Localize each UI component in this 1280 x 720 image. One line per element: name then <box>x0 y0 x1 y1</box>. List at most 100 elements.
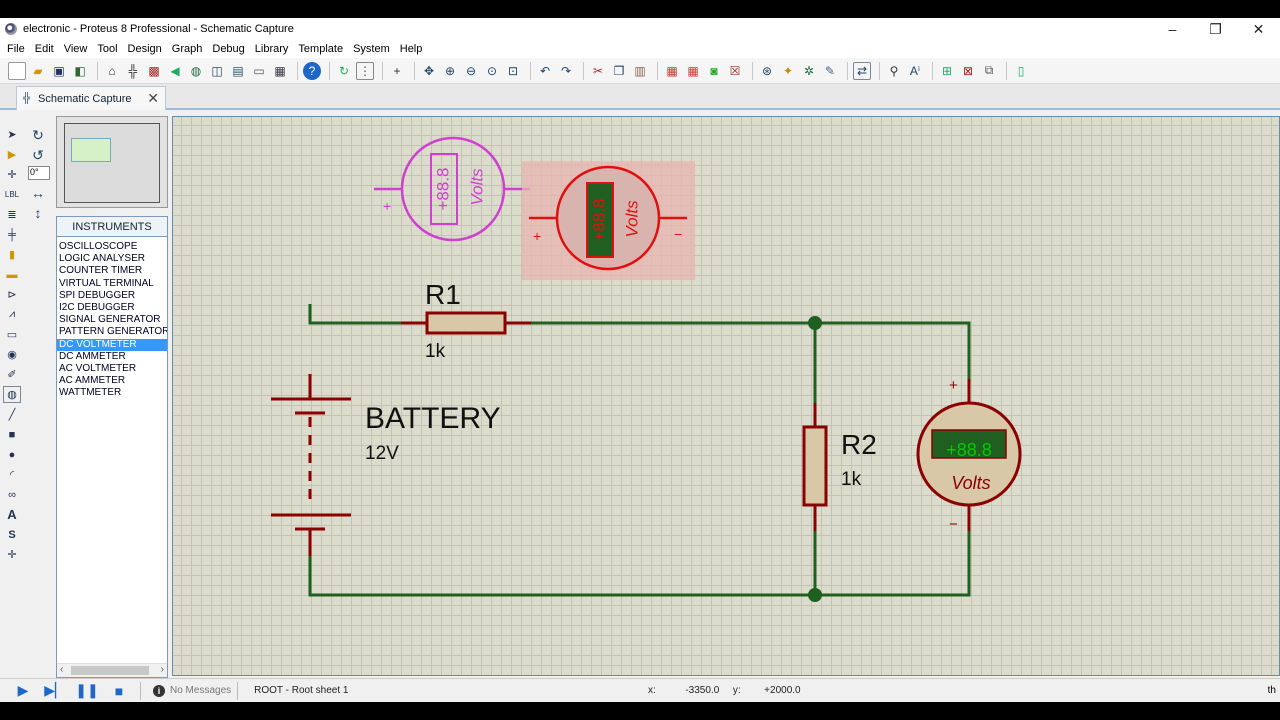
open-folder-icon[interactable]: ▰ <box>33 63 43 78</box>
rotate-clockwise-icon[interactable]: ↻ <box>32 126 44 143</box>
pause-simulation-icon[interactable]: ❚❚ <box>75 682 99 698</box>
flip-vertical-icon[interactable]: ↕ <box>34 205 42 221</box>
copy-icon[interactable]: ❐ <box>613 63 625 78</box>
import-icon[interactable]: ◧ <box>74 63 86 78</box>
electrical-rule-check-icon[interactable]: ▯ <box>1017 63 1025 78</box>
menu-template[interactable]: Template <box>298 43 344 55</box>
scrollbar-thumb[interactable] <box>71 666 149 675</box>
scroll-left-icon[interactable]: ‹ <box>60 664 64 675</box>
paste-icon[interactable]: ▥ <box>634 63 646 78</box>
list-item[interactable]: AC VOLTMETER <box>59 362 137 374</box>
menu-graph[interactable]: Graph <box>171 43 203 55</box>
stop-simulation-icon[interactable]: ■ <box>114 682 124 699</box>
minimize-button[interactable]: – <box>1168 21 1177 37</box>
help-icon[interactable]: ? <box>303 61 321 80</box>
pick-device-icon[interactable]: ⊛ <box>761 63 773 78</box>
search-tag-icon[interactable]: ⚲ <box>889 63 899 78</box>
text-script-icon[interactable]: ≣ <box>7 209 17 221</box>
save-icon[interactable]: ▣ <box>53 63 65 78</box>
list-item[interactable]: SIGNAL GENERATOR <box>59 314 161 326</box>
overview-window[interactable] <box>56 116 168 208</box>
text-2d-icon[interactable]: A <box>7 507 17 522</box>
menu-debug[interactable]: Debug <box>212 43 245 55</box>
list-item[interactable]: COUNTER TIMER <box>59 265 143 277</box>
notes-icon[interactable]: ▦ <box>274 63 286 78</box>
decompose-icon[interactable]: ✎ <box>824 63 836 78</box>
tab-schematic-capture[interactable]: ╬ Schematic Capture ✕ <box>16 86 166 110</box>
rotation-angle-input[interactable]: 0° <box>28 166 50 180</box>
component-mode-icon[interactable]: ▶ <box>7 149 17 161</box>
property-assignment-icon[interactable]: Aⁱ <box>909 63 921 78</box>
source-code-icon[interactable]: ▭ <box>253 63 265 78</box>
3d-viewer-icon[interactable]: ◍ <box>190 63 202 78</box>
undo-icon[interactable]: ↶ <box>539 63 551 78</box>
grid-toggle-icon[interactable]: ⋮ <box>356 61 374 80</box>
make-device-icon[interactable]: ✦ <box>782 63 794 78</box>
buses-icon[interactable]: ╪ <box>8 228 16 241</box>
path-2d-icon[interactable]: ∞ <box>8 488 16 501</box>
menu-edit[interactable]: Edit <box>34 43 54 55</box>
package-tool-icon[interactable]: ✲ <box>803 63 815 78</box>
selected-voltmeter[interactable] <box>529 165 687 271</box>
cut-icon[interactable]: ✂ <box>592 63 604 78</box>
subcircuit-icon[interactable]: ▮ <box>8 249 16 261</box>
pcb-layout-icon[interactable]: ▩ <box>148 63 160 78</box>
block-move-icon[interactable]: ▦ <box>687 63 699 78</box>
list-item[interactable]: I2C DEBUGGER <box>59 301 135 313</box>
info-icon[interactable]: i <box>153 684 165 697</box>
refresh-icon[interactable]: ↻ <box>338 63 350 78</box>
zoom-out-icon[interactable]: ⊖ <box>465 63 477 78</box>
new-file-icon[interactable] <box>8 61 26 80</box>
origin-icon[interactable]: + <box>393 63 401 78</box>
list-item[interactable]: SPI DEBUGGER <box>59 289 136 301</box>
menu-library[interactable]: Library <box>254 43 289 55</box>
wire-autorouter-icon[interactable]: ⇄ <box>853 61 871 80</box>
arc-2d-icon[interactable]: ◜ <box>9 469 15 481</box>
close-button[interactable]: ✕ <box>1252 20 1265 37</box>
rotate-anticlockwise-icon[interactable]: ↺ <box>32 146 44 163</box>
list-item-selected[interactable]: DC VOLTMETER <box>57 338 167 351</box>
flip-horizontal-icon[interactable]: ↔ <box>31 185 45 201</box>
messages-status[interactable]: No Messages <box>170 685 232 696</box>
wire-label-icon[interactable]: LBL <box>4 190 20 199</box>
zoom-area-icon[interactable]: ⊡ <box>507 63 519 78</box>
device-pins-icon[interactable]: ⊳ <box>7 289 17 301</box>
list-item[interactable]: PATTERN GENERATOR <box>59 326 167 338</box>
home-icon[interactable]: ⌂ <box>108 63 116 78</box>
zoom-all-icon[interactable]: ⊙ <box>486 63 498 78</box>
resistor-r2[interactable] <box>802 403 828 531</box>
schematic-canvas[interactable]: +88.8 Volts + +88.8 Volts + − <box>172 116 1280 676</box>
voltage-probe-icon[interactable]: ✐ <box>7 369 17 381</box>
tape-recorder-icon[interactable]: ▭ <box>6 329 18 341</box>
menu-file[interactable]: File <box>7 43 25 55</box>
block-delete-icon[interactable]: ☒ <box>729 63 741 78</box>
menu-help[interactable]: Help <box>399 43 423 55</box>
menu-tool[interactable]: Tool <box>97 43 118 55</box>
list-item[interactable]: VIRTUAL TERMINAL <box>59 277 154 289</box>
list-item[interactable]: DC AMMETER <box>59 350 126 362</box>
menu-view[interactable]: View <box>63 43 88 55</box>
schematic-icon[interactable]: ╬ <box>128 63 138 78</box>
list-item[interactable]: AC AMMETER <box>59 375 126 387</box>
resistor-r1[interactable] <box>401 311 531 335</box>
list-item[interactable]: WATTMETER <box>59 387 122 399</box>
battery-symbol[interactable] <box>271 374 351 556</box>
zoom-in-icon[interactable]: ⊕ <box>444 63 456 78</box>
menu-system[interactable]: System <box>353 43 390 55</box>
bill-of-materials-icon[interactable]: ▤ <box>232 63 244 78</box>
exit-to-parent-icon[interactable]: ⧉ <box>984 63 994 77</box>
markers-icon[interactable]: ✛ <box>7 549 17 561</box>
horizontal-scrollbar[interactable]: ‹ › <box>57 663 167 677</box>
run-simulation-icon[interactable]: ▶ <box>17 682 29 698</box>
design-explorer-icon[interactable]: ◫ <box>211 63 223 78</box>
menu-design[interactable]: Design <box>127 43 162 55</box>
terminals-icon[interactable]: ▬ <box>6 268 18 281</box>
virtual-instruments-icon[interactable]: ◍ <box>3 386 21 403</box>
symbol-2d-icon[interactable]: S <box>8 528 16 541</box>
block-rotate-icon[interactable]: ◙ <box>710 63 718 78</box>
block-copy-icon[interactable]: ▦ <box>666 63 678 78</box>
restore-button[interactable]: ❐ <box>1209 20 1222 37</box>
junction-dot-icon[interactable]: ✛ <box>7 169 17 181</box>
box-2d-icon[interactable]: ■ <box>8 428 16 441</box>
graph-mode-icon[interactable]: ⩘ <box>8 308 16 320</box>
